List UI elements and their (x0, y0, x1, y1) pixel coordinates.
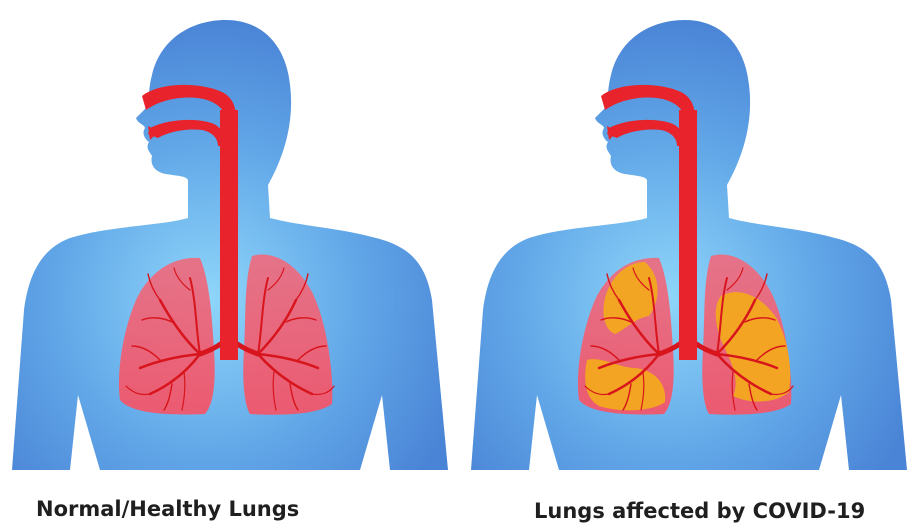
healthy-lungs-illustration (0, 0, 460, 490)
covid-lungs-caption: Lungs affected by COVID-19 (534, 501, 865, 522)
covid-lungs-figure (459, 0, 919, 490)
healthy-lungs-caption: Normal/Healthy Lungs (36, 499, 299, 520)
covid-lungs-illustration (459, 0, 919, 490)
healthy-lungs-figure (0, 0, 460, 490)
